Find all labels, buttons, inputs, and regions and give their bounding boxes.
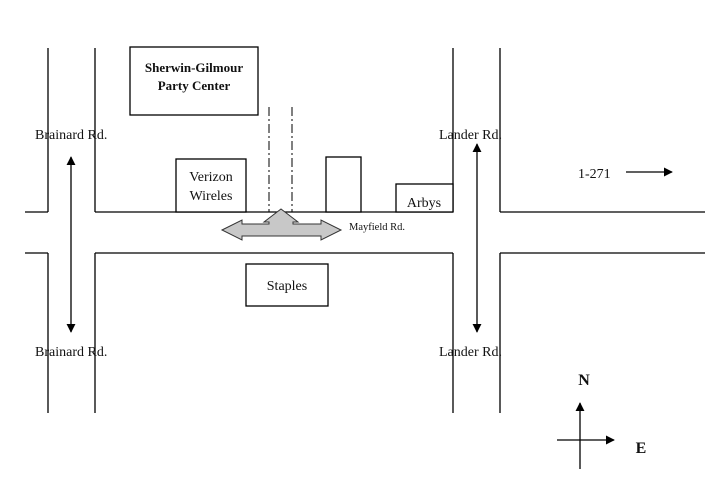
mayfield-label: Mayfield Rd. [349, 222, 405, 233]
verizon-name-line2: Wireles [190, 189, 233, 204]
staples-building [245, 263, 329, 307]
compass-north-label: N [578, 372, 590, 389]
compass-rose [557, 402, 615, 469]
verizon-name-line1: Verizon [189, 170, 233, 185]
brainard-road [47, 48, 96, 413]
party-center-name-line2: Party Center [158, 78, 231, 93]
lander-label-bottom: Lander Rd. [439, 345, 502, 360]
mayfield-road [25, 211, 705, 254]
brainard-label-top: Brainard Rd. [35, 128, 107, 143]
entrance-arrow [220, 208, 343, 241]
lander-label-top: Lander Rd. [439, 128, 502, 143]
arbys-name: Arbys [407, 196, 441, 211]
party-center-name-line1: Sherwin-Gilmour [145, 60, 243, 75]
driveway-lines [268, 107, 293, 212]
unlabeled-building [325, 156, 362, 213]
i271-label: 1-271 [578, 167, 611, 182]
staples-name: Staples [267, 279, 307, 294]
brainard-label-bottom: Brainard Rd. [35, 345, 107, 360]
compass-east-label: E [636, 440, 647, 457]
arbys-building [395, 183, 454, 213]
verizon-building [175, 158, 247, 213]
party-center-building [129, 46, 259, 116]
